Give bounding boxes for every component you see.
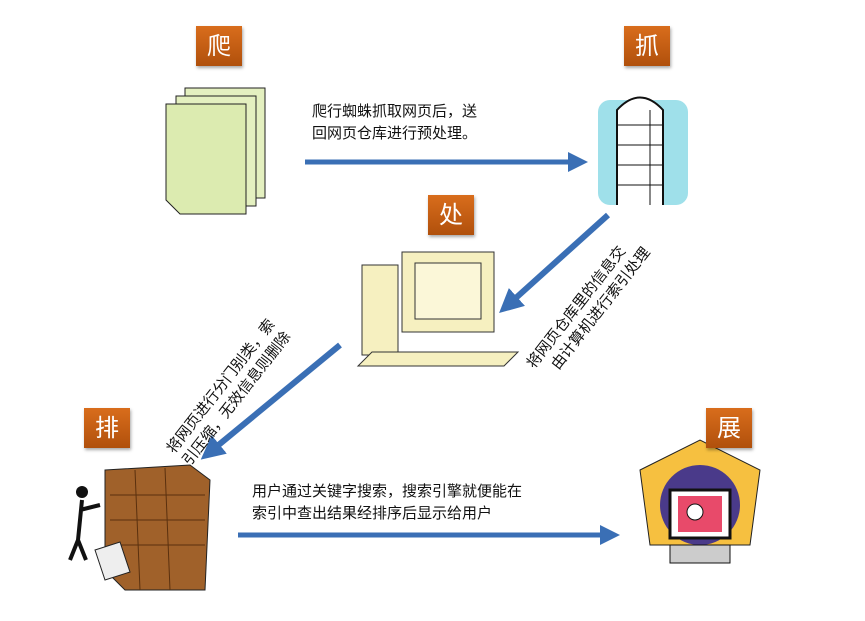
- label-rank: 排: [84, 408, 130, 448]
- arrow-process-to-rank: [200, 342, 342, 460]
- documents-icon: [165, 87, 266, 215]
- text-rank-to-display: 用户通过关键字搜索，搜索引擎就便能在 索引中查出结果经排序后显示给用户: [252, 480, 522, 524]
- database-icon: [598, 96, 688, 205]
- text-line: 爬行蜘蛛抓取网页后，送: [312, 102, 478, 120]
- label-display: 展: [706, 408, 752, 448]
- text-line: 用户通过关键字搜索，搜索引擎就便能在: [252, 482, 523, 500]
- text-line: 回网页仓库进行预处理。: [312, 124, 478, 142]
- filing-shelves-icon: [68, 464, 211, 591]
- arrow-grab-to-process: [499, 212, 611, 314]
- text-line: 索引中查出结果经排序后显示给用户: [252, 504, 493, 522]
- label-process: 处: [428, 195, 474, 235]
- computer-icon: [356, 251, 520, 367]
- label-crawl: 爬: [196, 26, 242, 66]
- text-crawl-to-grab: 爬行蜘蛛抓取网页后，送 回网页仓库进行预处理。: [312, 100, 477, 144]
- display-monitor-icon: [639, 439, 761, 564]
- label-grab: 抓: [624, 26, 670, 66]
